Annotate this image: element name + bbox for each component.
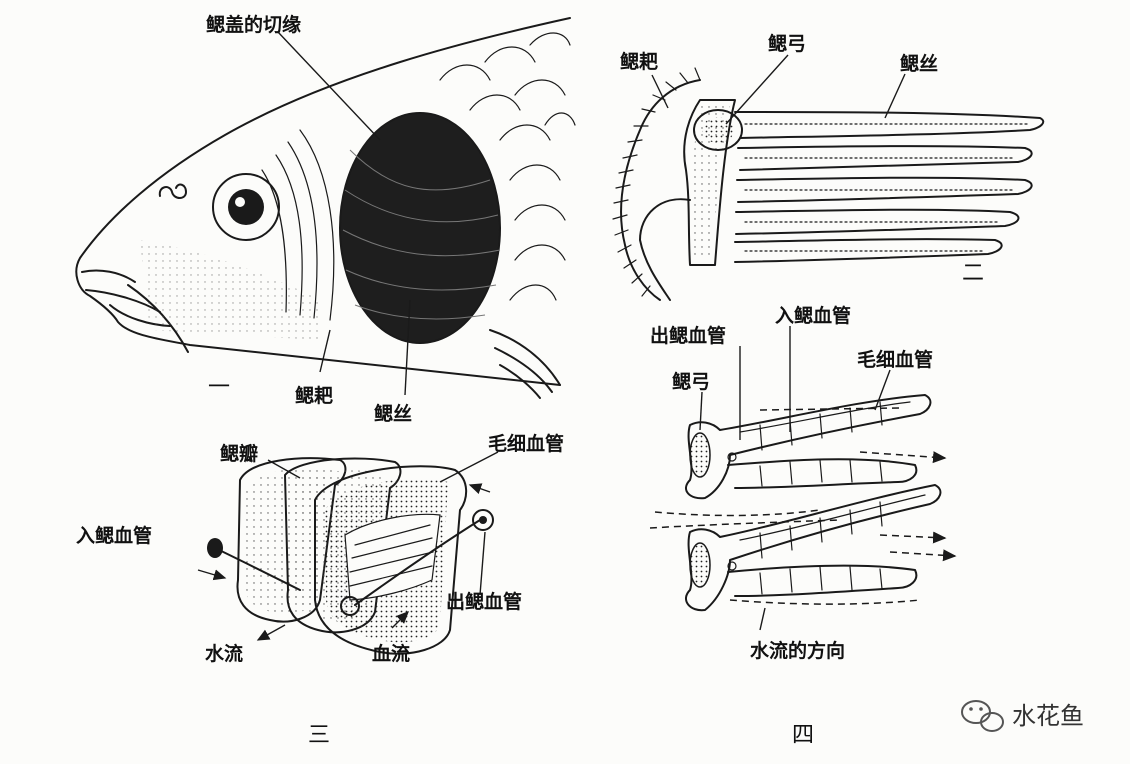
label-afferent-vessel-3: 入鳃血管 <box>76 524 152 547</box>
figure-4-filament-section: 入鳃血管 出鳃血管 毛细血管 鳃弓 水流的方向 四 <box>649 304 957 748</box>
fish-eye <box>212 173 280 241</box>
figure-1-number: 一 <box>208 375 230 400</box>
label-afferent-vessel-4: 入鳃血管 <box>775 304 851 327</box>
label-efferent-vessel-4: 出鳃血管 <box>650 324 726 347</box>
gill-arch-body <box>683 99 736 266</box>
figure-3-gill-lamellae: 鳃瓣 毛细血管 入鳃血管 出鳃血管 水流 血流 三 <box>76 432 564 748</box>
label-operculum-edge: 鳃盖的切缘 <box>206 13 301 36</box>
exposed-gill-filaments <box>339 112 501 344</box>
label-gill-raker-2: 鳃耙 <box>620 50 658 73</box>
label-capillary-4: 毛细血管 <box>857 348 933 371</box>
fish-head-outline <box>75 17 571 386</box>
label-gill-filament-1: 鳃丝 <box>374 402 412 425</box>
pectoral-fin <box>489 329 561 399</box>
lower-filament-pair <box>685 484 942 612</box>
label-water-direction-4: 水流的方向 <box>750 639 845 662</box>
lamella-front <box>314 465 468 655</box>
label-gill-filament-2: 鳃丝 <box>900 52 938 75</box>
upper-filament-pair <box>685 394 932 500</box>
figure-3-number: 三 <box>308 723 330 748</box>
figure-4-number: 四 <box>792 723 814 748</box>
fish-scales <box>439 32 576 301</box>
afferent-vessel-3 <box>207 538 301 591</box>
figure-2-gill-arch: 鳃耙 鳃弓 鳃丝 二 <box>612 32 1045 301</box>
label-gill-lamella-3: 鳃瓣 <box>220 442 258 465</box>
label-capillary-3: 毛细血管 <box>488 432 564 455</box>
watermark-text: 水花鱼 <box>1012 702 1084 730</box>
wechat-icon <box>961 700 1004 732</box>
watermark: 水花鱼 <box>961 700 1084 732</box>
label-gill-arch-4: 鳃弓 <box>672 370 710 393</box>
label-efferent-vessel-3: 出鳃血管 <box>446 590 522 613</box>
gill-filaments-2 <box>734 111 1045 263</box>
nostril <box>158 183 187 199</box>
figure-2-number: 二 <box>962 261 984 286</box>
figure-1-fish-head: 鳃盖的切缘 鳃耙 鳃丝 一 <box>75 13 576 425</box>
efferent-vessel-3 <box>340 509 494 616</box>
label-gill-raker-1: 鳃耙 <box>295 384 333 407</box>
label-blood-flow-3: 血流 <box>372 642 410 665</box>
label-gill-arch-2: 鳃弓 <box>768 32 806 55</box>
label-water-flow-3: 水流 <box>205 642 243 665</box>
